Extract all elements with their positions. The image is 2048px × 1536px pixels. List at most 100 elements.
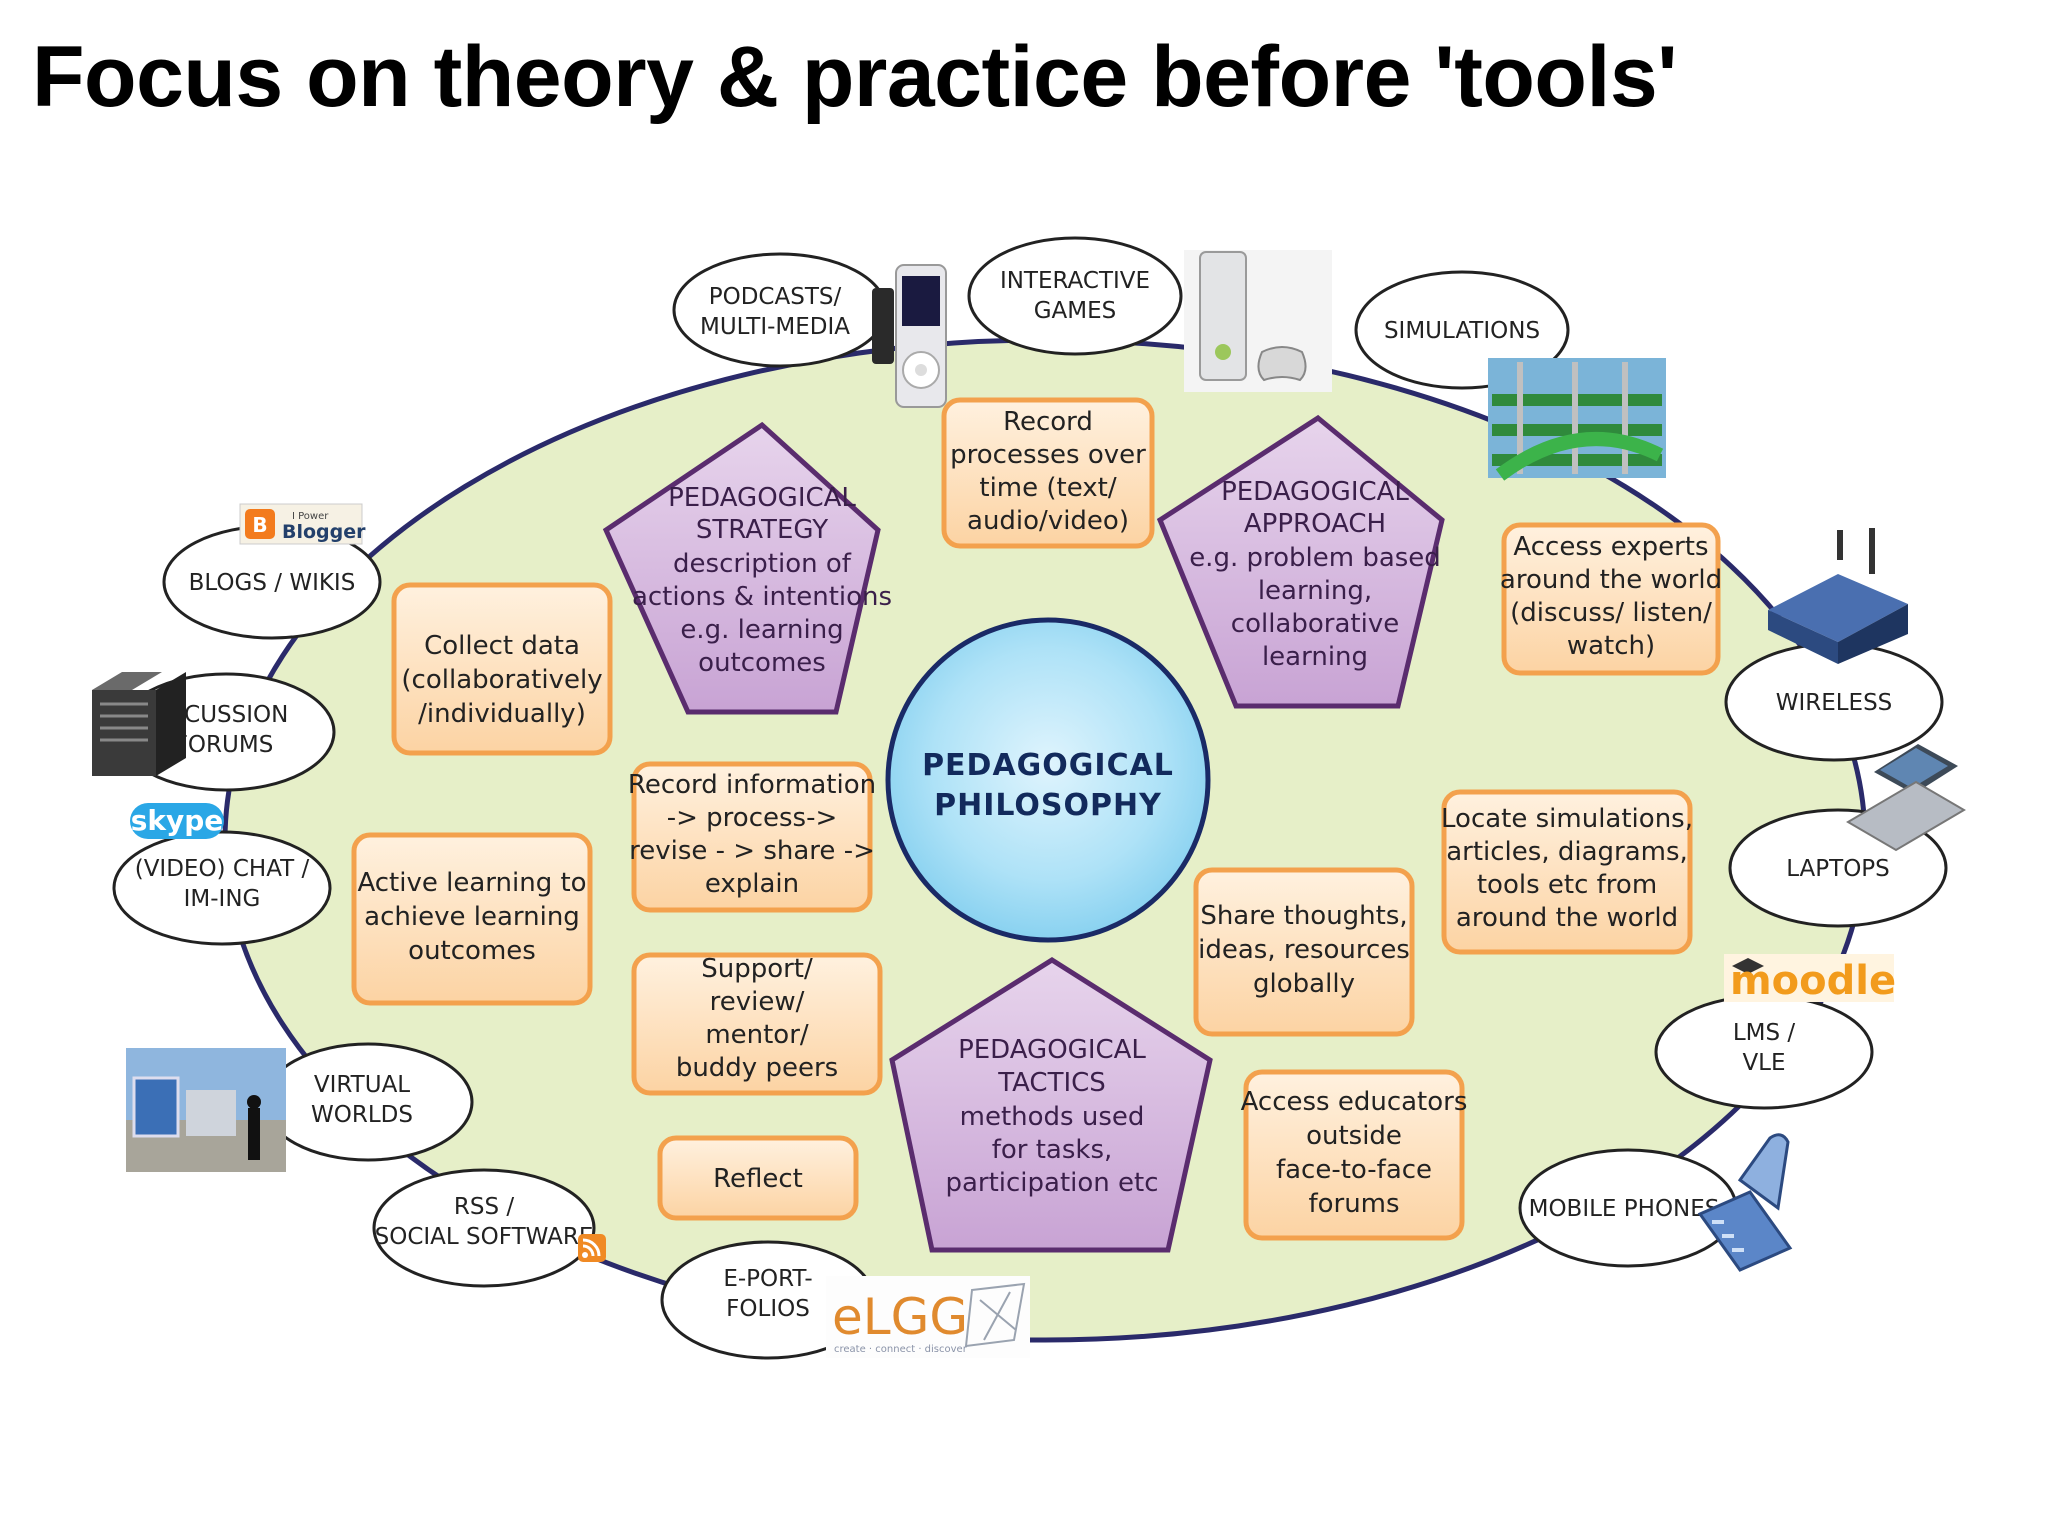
pentagon-approach: PEDAGOGICAL APPROACH e.g. problem based … [1156, 414, 1445, 709]
tool-podcasts: PODCASTS/ MULTI-MEDIA [672, 252, 888, 368]
support-peers-line-3: mentor/ [705, 1020, 809, 1050]
simulation-image [1488, 358, 1666, 481]
lms-line-1: LMS / [1733, 1020, 1796, 1046]
box-locate-simulations: Locate simulations, articles, diagrams, … [1441, 789, 1693, 955]
mobile-phone-icon [1697, 1133, 1793, 1272]
game-console-icon [1184, 250, 1332, 392]
box-reflect: Reflect [657, 1135, 859, 1221]
tool-virtual-worlds: VIRTUAL WORLDS [262, 1042, 474, 1162]
record-information-line-1: Record information [628, 770, 876, 800]
box-support-peers: Support/ review/ mentor/ buddy peers [631, 952, 883, 1096]
strategy-line-5: e.g. learning [680, 615, 843, 645]
box-collect-data: Collect data (collaboratively /individua… [391, 582, 613, 756]
active-learning-line-1: Active learning to [357, 868, 586, 898]
virtual-worlds-line-1: VIRTUAL [314, 1072, 410, 1098]
access-educators-line-3: face-to-face [1276, 1155, 1432, 1185]
lms-line-2: VLE [1742, 1050, 1785, 1076]
virtual-world-image [126, 1048, 286, 1172]
podcasts-line-2: MULTI-MEDIA [700, 314, 850, 340]
elgg-wordmark: eLGG [832, 1288, 968, 1346]
active-learning-line-2: achieve learning [364, 902, 580, 932]
elgg-tagline: create · connect · discover [834, 1344, 968, 1355]
locate-simulations-line-2: articles, diagrams, [1446, 837, 1688, 867]
record-processes-line-2: processes over [950, 440, 1146, 470]
server-icon [92, 672, 186, 776]
blogs-label: BLOGS / WIKIS [189, 570, 356, 596]
skype-wordmark: skype [131, 804, 224, 837]
tactics-line-4: for tasks, [992, 1135, 1113, 1165]
chat-line-2: IM-ING [184, 886, 261, 912]
eportfolios-line-2: FOLIOS [726, 1296, 810, 1322]
access-educators-line-4: forums [1308, 1189, 1399, 1219]
podcasts-line-1: PODCASTS/ [709, 284, 842, 310]
approach-line-1: PEDAGOGICAL [1221, 477, 1409, 507]
tool-eportfolios: E-PORT- FOLIOS [660, 1240, 876, 1360]
strategy-line-6: outcomes [698, 648, 826, 678]
locate-simulations-line-3: tools etc from [1477, 870, 1657, 900]
rss-line-1: RSS / [454, 1194, 514, 1220]
chat-line-1: (VIDEO) CHAT / [135, 856, 310, 882]
locate-simulations-line-1: Locate simulations, [1441, 804, 1693, 834]
tool-games: INTERACTIVE GAMES [967, 236, 1183, 356]
locate-simulations-line-4: around the world [1456, 903, 1678, 933]
collect-data-line-2: (collaboratively [401, 665, 602, 695]
collect-data-line-3: /individually) [418, 699, 586, 729]
tool-wireless: WIRELESS [1724, 642, 1944, 762]
box-access-experts: Access experts around the world (discuss… [1500, 522, 1722, 676]
access-experts-line-2: around the world [1500, 565, 1722, 595]
collect-data-line-1: Collect data [424, 631, 580, 661]
moodle-logo: moodle [1724, 954, 1896, 1004]
reflect-label: Reflect [713, 1164, 803, 1194]
tactics-line-5: participation etc [945, 1168, 1158, 1198]
share-thoughts-line-1: Share thoughts, [1200, 901, 1407, 931]
tactics-line-1: PEDAGOGICAL [958, 1035, 1146, 1065]
tool-lms: LMS / VLE [1654, 994, 1874, 1110]
access-educators-line-1: Access educators [1241, 1087, 1468, 1117]
slide-title: Focus on theory & practice before 'tools… [32, 29, 1678, 125]
center-label-line-1: PEDAGOGICAL [922, 748, 1174, 783]
active-learning-line-3: outcomes [408, 936, 536, 966]
games-line-1: INTERACTIVE [1000, 268, 1150, 294]
box-record-processes: Record processes over time (text/ audio/… [941, 397, 1155, 549]
pentagon-tactics: PEDAGOGICAL TACTICS methods used for tas… [889, 957, 1213, 1253]
record-information-line-2: -> process-> [667, 803, 838, 833]
simulations-label: SIMULATIONS [1384, 318, 1540, 344]
record-processes-line-3: time (text/ [979, 473, 1116, 503]
svg-text:B: B [252, 513, 267, 537]
blogger-tagline: I Power [292, 511, 329, 522]
box-record-information: Record information -> process-> revise -… [628, 761, 876, 913]
tool-chat: (VIDEO) CHAT / IM-ING [112, 830, 332, 946]
share-thoughts-line-2: ideas, resources [1198, 935, 1410, 965]
strategy-line-4: actions & intentions [632, 582, 892, 612]
ipod-icon [872, 264, 947, 408]
strategy-line-3: description of [673, 549, 852, 579]
strategy-line-1: PEDAGOGICAL [668, 483, 856, 513]
eportfolios-line-1: E-PORT- [723, 1266, 812, 1292]
share-thoughts-line-3: globally [1253, 969, 1355, 999]
record-processes-line-4: audio/video) [967, 506, 1129, 536]
router-icon [1768, 528, 1908, 664]
rss-line-2: SOCIAL SOFTWARE [375, 1224, 594, 1250]
approach-line-2: APPROACH [1244, 509, 1386, 539]
elgg-logo: eLGG create · connect · discover [826, 1276, 1030, 1358]
support-peers-line-2: review/ [710, 987, 805, 1017]
forums-line-2: FORUMS [175, 732, 274, 758]
skype-logo: skype [130, 803, 224, 839]
box-access-educators: Access educators outside face-to-face fo… [1241, 1069, 1468, 1241]
support-peers-line-4: buddy peers [676, 1053, 838, 1083]
rss-icon [578, 1234, 606, 1262]
box-active-learning: Active learning to achieve learning outc… [351, 832, 593, 1006]
pentagon-strategy: PEDAGOGICAL STRATEGY description of acti… [602, 421, 892, 715]
tool-rss: RSS / SOCIAL SOFTWARE [372, 1168, 596, 1288]
virtual-worlds-line-2: WORLDS [311, 1102, 413, 1128]
access-experts-line-3: (discuss/ listen/ [1510, 598, 1712, 628]
approach-line-3: e.g. problem based [1189, 543, 1441, 573]
tactics-line-3: methods used [960, 1102, 1145, 1132]
mobile-label: MOBILE PHONES [1529, 1196, 1720, 1222]
record-information-line-3: revise - > share -> [629, 836, 875, 866]
center-label-line-2: PHILOSOPHY [934, 788, 1162, 823]
access-experts-line-1: Access experts [1513, 532, 1708, 562]
laptop-icon [1846, 744, 1966, 852]
tool-blogs: BLOGS / WIKIS [162, 524, 382, 640]
